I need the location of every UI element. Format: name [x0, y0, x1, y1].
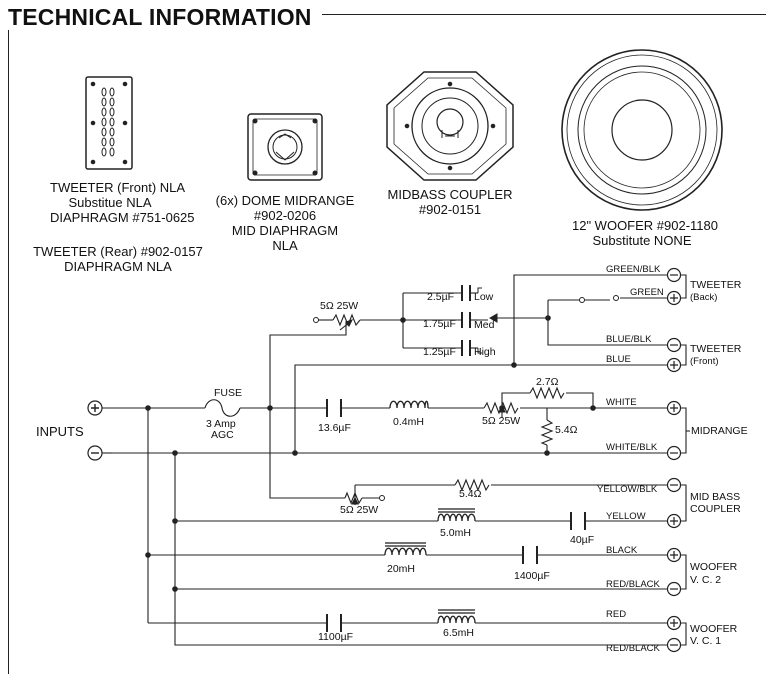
page-title: TECHNICAL INFORMATION — [8, 4, 312, 30]
capacitors — [326, 285, 586, 632]
out-woofer-vc2-2: V. C. 2 — [690, 574, 721, 586]
wire-white-label: WHITE — [606, 397, 637, 408]
fuse-rating-1: 3 Amp — [206, 418, 236, 430]
inductor-0-4mh-label: 0.4mH — [393, 416, 424, 428]
caption-line: (6x) DOME MIDRANGE — [215, 193, 355, 208]
cap-1-75uf-label: 1.75µF — [423, 318, 456, 330]
plus-icon — [91, 404, 99, 412]
out-tweeter-back-2: (Back) — [690, 292, 717, 303]
wire-blue-blk-label: BLUE/BLK — [606, 334, 652, 345]
wire-red-black-vc1-label: RED/BLACK — [606, 643, 661, 654]
fuse-rating-2: AGC — [211, 429, 234, 441]
wire-red-label: RED — [606, 609, 626, 620]
fuse-label: FUSE — [214, 387, 242, 399]
out-midbass-2: COUPLER — [690, 503, 741, 515]
switch-high-label: High — [474, 346, 496, 358]
wire-red-black-vc2-label: RED/BLACK — [606, 579, 661, 590]
switch-contacts — [477, 287, 498, 354]
resistor-5ohm-mid-label: 5Ω 25W — [482, 415, 520, 427]
out-woofer-vc1-1: WOOFER — [690, 623, 738, 635]
wire-green-blk-label: GREEN/BLK — [606, 264, 661, 275]
input-terminals — [87, 400, 103, 461]
caption-line: TWEETER (Rear) #902-0157 — [33, 244, 203, 259]
frame-left-rule — [8, 30, 9, 674]
wire-black-label: BLACK — [606, 545, 638, 556]
tweeter-front-caption: TWEETER (Front) NLA Substitue NLA DIAPHR… — [50, 180, 195, 225]
tweeter-rear-caption: TWEETER (Rear) #902-0157 DIAPHRAGM NLA — [30, 244, 206, 274]
inductor-6-5mh-label: 6.5mH — [443, 627, 474, 639]
inputs-label: INPUTS — [36, 424, 84, 439]
out-midbass-1: MID BASS — [690, 491, 740, 503]
inductor-cores — [385, 508, 475, 614]
switch-low-label: Low — [474, 291, 494, 303]
frame-top-rule — [322, 14, 766, 15]
out-woofer-vc1-2: V. C. 1 — [690, 635, 721, 647]
resistor-2-7ohm-label: 2.7Ω — [536, 376, 559, 388]
terminals — [313, 295, 619, 501]
caption-line: TWEETER (Front) NLA — [50, 180, 186, 195]
wire-white-blk-label: WHITE/BLK — [606, 442, 658, 453]
cap-1100uf-label: 1100µF — [318, 631, 353, 643]
caption-line: DIAPHRAGM #751-0625 — [50, 210, 195, 225]
cap-13-6uf-label: 13.6µF — [318, 422, 351, 434]
wire-yellow-label: YELLOW — [606, 511, 646, 522]
caption-line: MIDBASS COUPLER — [387, 187, 513, 202]
wire-blue-label: BLUE — [606, 354, 631, 365]
tweeter-image — [85, 76, 133, 170]
dome-midrange-caption: (6x) DOME MIDRANGE #902-0206 MID DIAPHRA… — [210, 193, 360, 253]
woofer-image — [561, 49, 723, 211]
inductor-20mh-label: 20mH — [387, 563, 415, 575]
resistor-5-4ohm-bass-label: 5.4Ω — [459, 488, 482, 500]
midbass-coupler-image — [386, 71, 514, 181]
inductors — [384, 400, 476, 624]
schematic-wires — [102, 274, 690, 646]
cap-1-25uf-label: 1.25µF — [423, 346, 456, 358]
output-terminals — [666, 267, 682, 653]
caption-line: NLA — [272, 238, 298, 253]
out-woofer-vc2-1: WOOFER — [690, 561, 738, 573]
resistor-5ohm-top-label: 5Ω 25W — [320, 300, 358, 312]
resistors — [332, 313, 565, 505]
resistor-5ohm-bass-label: 5Ω 25W — [340, 504, 378, 516]
cap-40uf-label: 40µF — [570, 534, 594, 546]
cap-1400uf-label: 1400µF — [514, 570, 550, 582]
wire-green-label: GREEN — [630, 287, 664, 298]
wire-yellow-blk-label: YELLOW/BLK — [597, 484, 658, 495]
out-tweeter-front-1: TWEETER — [690, 343, 742, 355]
caption-line: Substitute NONE — [592, 233, 692, 248]
caption-line: 12" WOOFER #902-1180 — [572, 218, 718, 233]
out-tweeter-back-1: TWEETER — [690, 279, 742, 291]
caption-line: DIAPHRAGM NLA — [64, 259, 172, 274]
out-midrange: MIDRANGE — [691, 425, 748, 437]
midbass-coupler-caption: MIDBASS COUPLER #902-0151 — [385, 187, 515, 217]
caption-line: #902-0151 — [418, 202, 482, 217]
caption-line: MID DIAPHRAGM — [231, 223, 339, 238]
resistor-5-4ohm-mid-label: 5.4Ω — [555, 424, 578, 436]
switch-med-label: Med — [474, 319, 495, 331]
cap-2-5uf-label: 2.5µF — [427, 291, 454, 303]
dome-midrange-image — [247, 113, 323, 181]
woofer-caption: 12" WOOFER #902-1180 Substitute NONE — [572, 218, 718, 248]
caption-line: #902-0206 — [253, 208, 317, 223]
inductor-5mh-label: 5.0mH — [440, 527, 471, 539]
out-tweeter-front-2: (Front) — [690, 356, 719, 367]
caption-line: Substitue NLA — [68, 195, 152, 210]
junction-dots — [145, 315, 596, 592]
